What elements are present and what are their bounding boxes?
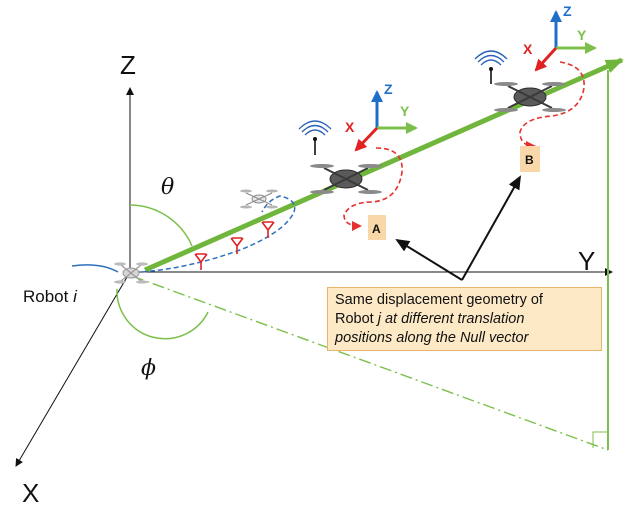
y-axis-label: Y — [578, 246, 595, 276]
projection-dashdot-line — [131, 275, 609, 451]
point-b-label: B — [525, 153, 534, 167]
small-drone-icon — [240, 189, 278, 209]
robot-i-label: Robot i — [23, 287, 78, 306]
note-line-1: Same displacement geometry of — [335, 292, 543, 308]
antenna-icon — [261, 221, 275, 238]
note-line-2: Robot j at different translation — [335, 311, 525, 327]
frame-b-z-label: Z — [563, 3, 572, 19]
wifi-signal-icon — [298, 120, 332, 155]
robot-i-drone — [114, 262, 148, 284]
drone-a-icon — [310, 164, 382, 194]
point-b-box — [520, 146, 540, 172]
phi-arc — [116, 288, 209, 340]
antenna-icon — [194, 253, 208, 270]
z-axis-label: Z — [120, 50, 136, 80]
theta-label: θ — [161, 175, 174, 200]
approach-dashed-path — [141, 195, 296, 273]
pointer-arrow-to-b — [461, 175, 521, 281]
antenna-icon — [230, 237, 244, 254]
pointer-arrow-to-a — [395, 238, 463, 281]
right-angle-mark — [592, 431, 607, 448]
drone-b-motion-loop — [519, 61, 585, 151]
frame-a-y-label: Y — [400, 103, 410, 119]
frame-b-x-arrow — [534, 46, 558, 72]
frame-a-x-label: X — [345, 119, 355, 135]
drone-b-icon — [494, 82, 566, 112]
note-line-3: positions along the Null vector — [335, 330, 529, 346]
robot-i-tether — [71, 264, 119, 273]
point-a-label: A — [372, 222, 381, 236]
theta-arc — [129, 204, 193, 247]
frame-a-x-arrow — [354, 126, 379, 152]
x-axis-label: X — [22, 478, 39, 508]
wifi-signal-icon — [474, 50, 508, 84]
frame-b-y-label: Y — [577, 27, 587, 43]
frame-a-z-label: Z — [384, 81, 393, 97]
note-box: Same displacement geometry of Robot j at… — [327, 287, 602, 351]
frame-b-x-label: X — [523, 41, 533, 57]
point-a-box — [368, 215, 386, 240]
x-axis — [15, 271, 131, 467]
phi-label: ϕ — [141, 356, 156, 381]
